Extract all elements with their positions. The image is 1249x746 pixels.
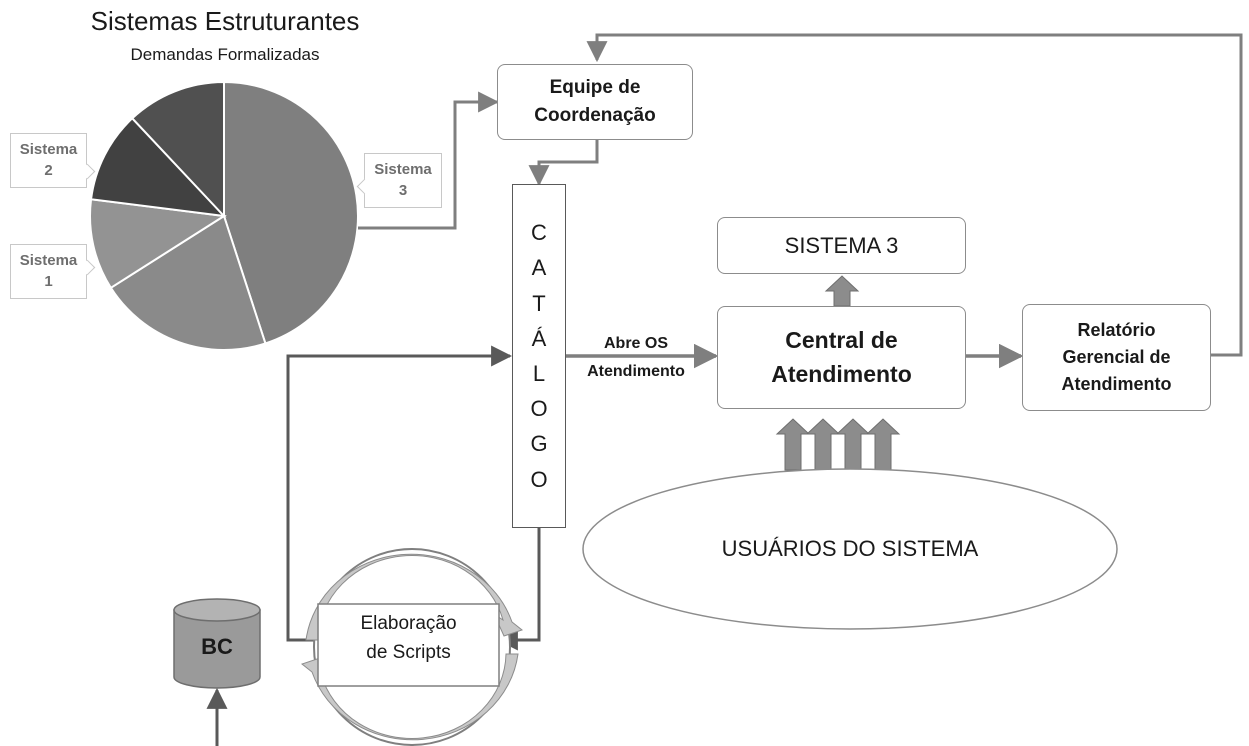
catalogo-letter: O — [530, 466, 548, 492]
central-line1: Central de — [785, 327, 898, 354]
user-arrow-3 — [835, 418, 871, 471]
callout-sistema-1: Sistema 1 — [10, 244, 87, 299]
central-atendimento-box: Central de Atendimento — [717, 306, 966, 409]
pie-title: Sistemas Estruturantes — [90, 6, 360, 36]
pie-slice-2 — [89, 198, 227, 290]
scripts-line2: de Scripts — [366, 641, 451, 663]
catalogo-letter: A — [531, 255, 547, 281]
pie-subtitle: Demandas Formalizadas — [130, 45, 320, 64]
catalogo-letter: G — [530, 431, 548, 457]
equipe-coordenacao-box: Equipe de Coordenação — [497, 64, 693, 140]
relatorio-box: Relatório Gerencial de Atendimento — [1022, 304, 1211, 411]
pie-slice-1 — [109, 214, 267, 351]
pie-slice-4 — [130, 80, 225, 219]
pie-slice-3 — [89, 116, 227, 218]
callout-number: 1 — [44, 272, 53, 290]
connector-equipe-to-catalogo — [528, 140, 599, 187]
catalogo-letter: T — [532, 290, 546, 316]
sistema3-box: SISTEMA 3 — [717, 217, 966, 274]
equipe-line2: Coordenação — [534, 105, 656, 126]
relatorio-line2: Gerencial de — [1062, 347, 1171, 367]
catalogo-letter: L — [532, 361, 546, 386]
scripts-line1: Elaboração — [360, 613, 457, 634]
relatorio-line1: Relatório — [1077, 320, 1156, 340]
catalogo-letter: C — [531, 220, 547, 246]
user-arrow-2 — [805, 418, 841, 471]
pie-slice-0 — [223, 80, 359, 345]
pie-chart — [89, 80, 359, 351]
catalogo-letter: Á — [531, 325, 547, 351]
abre-os-line2: Atendimento — [587, 363, 685, 380]
callout-number: 3 — [398, 181, 408, 199]
callout-sistema-3: Sistema 3 — [364, 153, 442, 208]
scripts-label: Elaboração de Scripts — [318, 610, 499, 667]
bc-cylinder — [173, 598, 261, 689]
callout-number: 2 — [44, 161, 53, 179]
central-line2: Atendimento — [771, 360, 912, 387]
abre-os-line1: Abre OS — [603, 335, 668, 352]
users-arrows — [775, 418, 901, 471]
callout-label: Sistema — [19, 141, 78, 159]
user-arrow-1 — [775, 418, 811, 471]
connector-pie-to-equipe — [358, 91, 500, 230]
user-arrow-4 — [865, 418, 901, 471]
abre-os-label: Abre OS Atendimento — [566, 332, 706, 384]
bc-label: BC — [201, 634, 233, 659]
catalogo-letter: O — [530, 396, 548, 422]
scripts-cycle — [300, 548, 524, 746]
connector-scripts-to-catalogo — [286, 345, 513, 642]
callout-label: Sistema — [19, 252, 78, 270]
usuarios-label: USUÁRIOS DO SISTEMA — [721, 536, 979, 561]
arrow-central-to-sistema3 — [824, 275, 860, 307]
catalogo-box: C A T Á L O G O — [512, 184, 566, 528]
relatorio-line3: Atendimento — [1061, 374, 1172, 394]
callout-sistema-2: Sistema 2 — [10, 133, 87, 188]
callout-label: Sistema — [374, 161, 432, 179]
equipe-line1: Equipe de — [549, 76, 641, 98]
connector-catalogo-to-scripts — [496, 528, 541, 651]
connector-relatorio-to-equipe — [586, 33, 1243, 357]
users-ellipse — [582, 468, 1118, 630]
